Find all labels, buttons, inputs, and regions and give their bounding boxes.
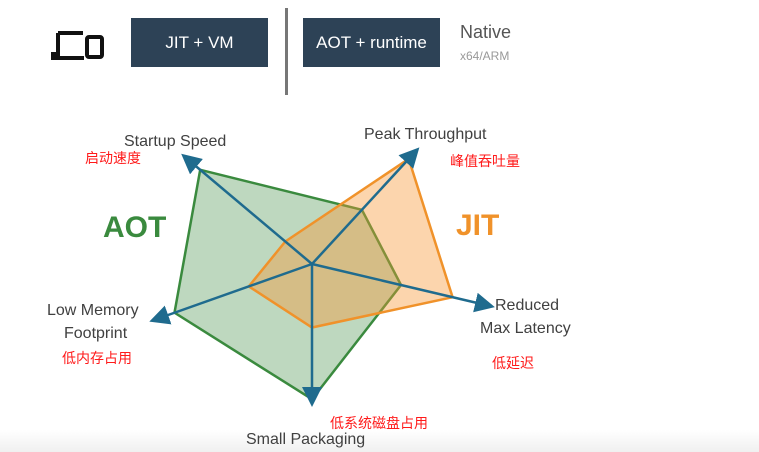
native-subtitle: x64/ARM	[460, 49, 510, 63]
axis-label-peak: Peak Throughput	[364, 126, 487, 143]
divider	[285, 8, 288, 95]
axis-latency	[311, 262, 495, 313]
annotation-startup: 启动速度	[85, 150, 141, 166]
bottom-bar	[0, 430, 759, 452]
axis-label-memory-1: Low Memory	[47, 302, 139, 319]
annotation-packaging: 低系统磁盘占用	[330, 415, 428, 431]
annotation-peak: 峰值吞吐量	[450, 153, 520, 169]
axis-label-latency-1: Reduced	[495, 297, 560, 314]
annotation-latency: 低延迟	[492, 355, 534, 371]
axis-startup	[181, 153, 313, 265]
axis-memory	[149, 262, 313, 325]
native-title: Native	[460, 22, 512, 42]
annotation-memory: 低内存占用	[62, 350, 132, 366]
axis-label-startup: Startup Speed	[124, 133, 227, 150]
axis-label-packaging: Small Packaging	[246, 431, 366, 448]
axis-peak	[311, 147, 420, 265]
legend-jit: JIT	[456, 209, 500, 242]
jit-vm-box: JIT + VM	[131, 18, 268, 67]
aot-runtime-box: AOT + runtime	[303, 18, 440, 67]
legend-aot: AOT	[103, 211, 167, 244]
axis-label-memory-2: Footprint	[64, 325, 128, 342]
axis-label-latency-2: Max Latency	[480, 320, 571, 337]
